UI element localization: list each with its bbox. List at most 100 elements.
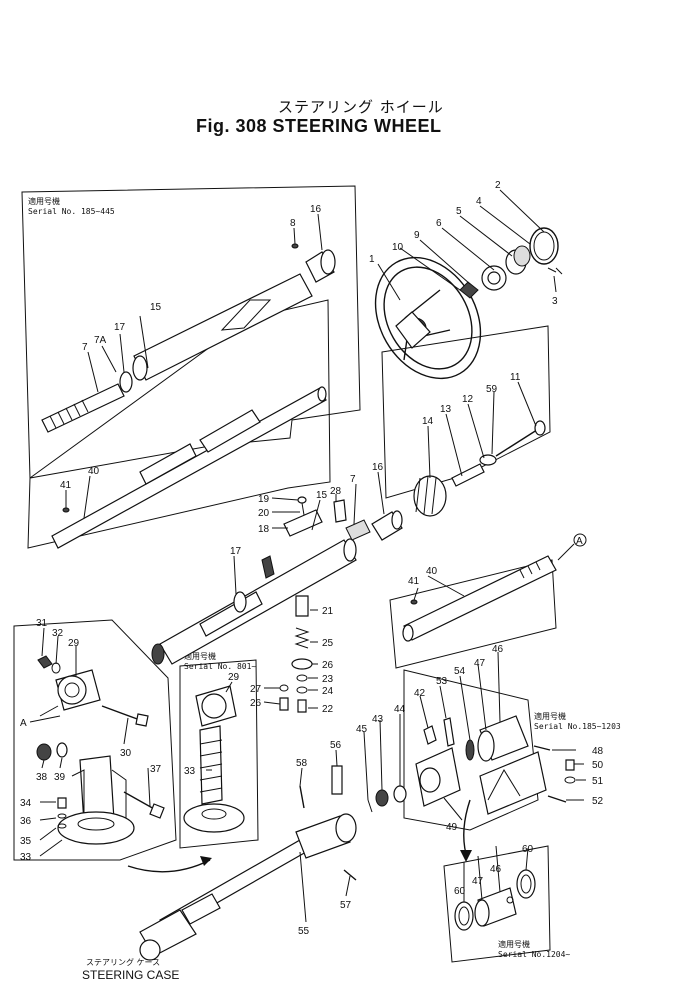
reference-mark-a-right: A (576, 536, 583, 547)
serial-box-3-label: 適用号機 Serial No.185~1203 (534, 712, 621, 732)
callout-22: 22 (322, 704, 334, 715)
callout-numbers: 1 2 3 4 5 6 7 7A 8 9 10 11 12 13 14 15 1… (20, 180, 604, 937)
callout-33: 32 (52, 628, 64, 639)
callout-2: 2 (495, 180, 501, 191)
callout-42-upper: 41 (60, 480, 72, 491)
reference-mark-a-circle (573, 533, 587, 547)
callout-14: 14 (422, 416, 434, 427)
frame-bottom-right-inset (443, 845, 551, 963)
callout-58: 57 (340, 900, 352, 911)
column-41-right (402, 533, 587, 642)
serial-label-jp: 適用号機 (534, 712, 566, 721)
callout-40: 39 (54, 772, 66, 783)
callout-32: 31 (36, 618, 48, 629)
callout-61-inset-right: 60 (522, 844, 534, 855)
figure-title-japanese: ステアリング ホイール (278, 98, 444, 116)
callout-25: 25 (322, 638, 334, 649)
callout-7-upper: 7 (82, 342, 88, 353)
callout-5: 5 (456, 206, 462, 217)
callout-15-upper: 15 (150, 302, 162, 313)
callout-20: 20 (258, 508, 270, 519)
column-middle (151, 420, 546, 713)
frame-right-column-41 (389, 559, 557, 669)
callout-29: 28 (330, 486, 342, 497)
callout-7A: 7A (94, 335, 107, 346)
callout-60: 59 (486, 384, 498, 395)
callout-53: 52 (592, 796, 604, 807)
callout-61-inset-left: 60 (454, 886, 466, 897)
callout-48-inset: 47 (472, 876, 484, 887)
shaft-assembly-upper (41, 243, 336, 549)
callout-17-lower: 17 (230, 546, 242, 557)
serial-box-2-label: 適用号機 Serial No. 801~ (184, 652, 256, 672)
serial-label-jp: 適用号機 (28, 197, 60, 206)
callout-38: 37 (150, 764, 162, 775)
callout-17-upper: 17 (114, 322, 126, 333)
callout-50: 49 (446, 822, 458, 833)
serial-box-1-label: 適用号機 Serial No. 185~445 (28, 197, 115, 217)
callout-30-left: 29 (68, 638, 80, 649)
callout-9: 9 (414, 230, 420, 241)
callout-59: 58 (296, 758, 308, 769)
serial-range: Serial No.1204~ (498, 950, 571, 959)
leader-lines (29, 189, 586, 923)
figure-title: Fig. 308 STEERING WHEEL (196, 116, 442, 136)
callout-16-upper: 16 (310, 204, 322, 215)
callout-12: 12 (462, 394, 474, 405)
callout-30-serial801: 29 (228, 672, 240, 683)
frame-upper-left (21, 185, 361, 549)
callout-34-left: 33 (20, 852, 32, 863)
callout-54: 53 (436, 676, 448, 687)
frame-right-steering-wheel (381, 325, 551, 499)
serial-label-jp: 適用号機 (184, 652, 216, 661)
callout-45: 44 (394, 704, 406, 715)
callout-57: 56 (330, 740, 342, 751)
inset-bushing (454, 869, 536, 931)
column-base-left (36, 655, 212, 873)
callout-35: 34 (20, 798, 32, 809)
callout-23: 23 (322, 674, 334, 685)
callout-47-inset: 46 (490, 864, 502, 875)
callout-6: 6 (436, 218, 442, 229)
callout-24: 24 (322, 686, 334, 697)
reference-mark-a-left: A (20, 718, 27, 729)
callout-46: 45 (356, 724, 368, 735)
callout-8: 8 (290, 218, 296, 229)
callout-52: 51 (592, 776, 604, 787)
callout-34-serial801: 33 (184, 766, 196, 777)
steering-wheel (374, 227, 563, 380)
callout-49: 48 (592, 746, 604, 757)
callout-26: 26 (322, 660, 334, 671)
callout-51: 50 (592, 760, 604, 771)
callout-41-right: 40 (426, 566, 438, 577)
steering-case-label: STEERING CASE (82, 968, 180, 982)
serial-range: Serial No. 185~445 (28, 207, 115, 216)
callout-16-lower: 16 (372, 462, 384, 473)
callout-31: 30 (120, 748, 132, 759)
serial-range: Serial No. 801~ (184, 662, 257, 671)
callout-36: 35 (20, 836, 32, 847)
callout-15-lower: 15 (316, 490, 328, 501)
serial-label-jp: 適用号機 (498, 940, 530, 949)
callout-10: 10 (392, 242, 404, 253)
callout-3: 3 (552, 296, 558, 307)
serial-range: Serial No.185~1203 (534, 722, 621, 731)
lower-shaft-ujoint (139, 765, 407, 961)
serial-box-4-label: 適用号機 Serial No.1204~ (498, 940, 570, 960)
column-base-serial-801 (183, 685, 245, 833)
callout-21: 21 (322, 606, 334, 617)
steering-case-label-jp: ステアリング ケース (86, 958, 161, 967)
callout-27: 26 (250, 698, 262, 709)
callout-56: 55 (298, 926, 310, 937)
callout-11: 11 (510, 372, 521, 383)
callout-55: 54 (454, 666, 466, 677)
frame-left-column-base (13, 619, 177, 861)
callout-4: 4 (476, 196, 482, 207)
callout-37: 36 (20, 816, 32, 827)
callout-43: 42 (414, 688, 426, 699)
bracket-right (415, 715, 576, 862)
callout-44: 43 (372, 714, 384, 725)
callout-1: 1 (369, 254, 375, 265)
callout-48: 47 (474, 658, 486, 669)
